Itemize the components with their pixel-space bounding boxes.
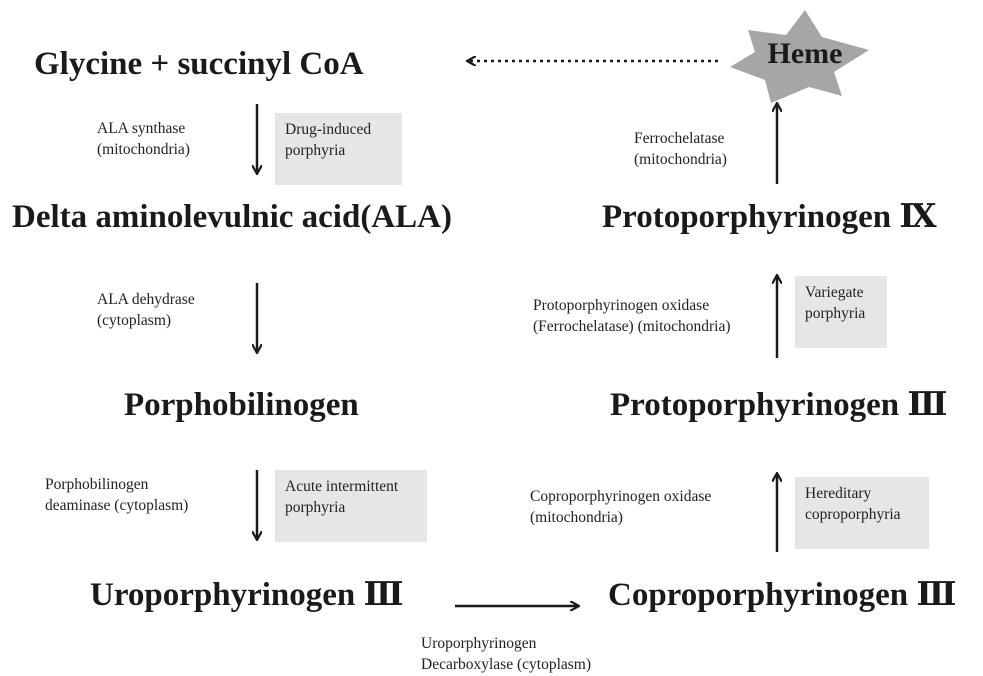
heme-star-icon (730, 10, 869, 103)
node-delta-aminolevulinic-acid: Delta aminolevulnic acid(ALA) (12, 199, 452, 235)
enzyme-porphobilinogen-deaminase: Porphobilinogen deaminase (cytoplasm) (45, 476, 189, 514)
enzyme-ala-dehydrase: ALA dehydrase (cytoplasm) (97, 291, 195, 329)
disease-drug-induced-porphyria: Drug-induced porphyria (275, 113, 402, 185)
enzyme-ferrochelatase: Ferrochelatase (mitochondria) (634, 130, 727, 168)
enzyme-coproporphyrinogen-oxidase: Coproporphyrinogen oxidase (mitochondria… (530, 488, 712, 526)
node-uroporphyrinogen-iii: Uroporphyrinogen Ⅲ (90, 577, 404, 613)
node-protoporphyrinogen-iii: Protoporphyrinogen Ⅲ (610, 387, 948, 423)
node-protoporphyrinogen-ix: Protoporphyrinogen Ⅸ (602, 199, 937, 235)
disease-hereditary-coproporphyria: Hereditary coproporphyria (795, 477, 929, 549)
enzyme-protoporphyrinogen-oxidase: Protoporphyrinogen oxidase (Ferrochelata… (533, 297, 731, 335)
heme-label: Heme (767, 37, 843, 70)
node-glycine-succinyl-coa: Glycine + succinyl CoA (34, 46, 364, 82)
enzyme-uroporphyrinogen-decarboxylase: Uroporphyrinogen Decarboxylase (cytoplas… (421, 635, 592, 673)
enzyme-ala-synthase: ALA synthase (mitochondria) (97, 120, 190, 158)
node-porphobilinogen: Porphobilinogen (124, 387, 359, 423)
disease-variegate-porphyria: Variegate porphyria (795, 276, 887, 348)
disease-acute-intermittent-porphyria: Acute intermittent porphyria (275, 470, 427, 542)
node-coproporphyrinogen-iii: Coproporphyrinogen Ⅲ (608, 577, 957, 613)
